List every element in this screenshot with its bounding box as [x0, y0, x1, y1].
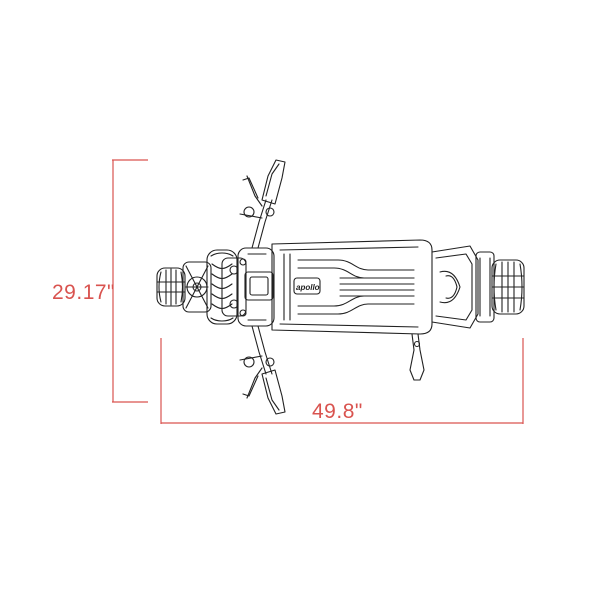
- lower-handlebar: [239, 325, 286, 415]
- deck-logo: apollo: [296, 283, 320, 292]
- deck: [271, 239, 433, 335]
- scooter-drawing: apollo: [156, 159, 525, 415]
- kickstand: [409, 333, 425, 381]
- upper-handlebar: [239, 159, 286, 249]
- height-dimension: [112, 159, 148, 403]
- rear-swingarm: [431, 245, 495, 329]
- rear-wheel: [491, 259, 525, 315]
- front-wheel: [156, 261, 212, 313]
- width-dimension: [160, 338, 524, 424]
- stem-head: [237, 247, 275, 327]
- width-dimension-label: 49.8": [312, 400, 363, 423]
- height-dimension-label: 29.17": [52, 281, 115, 304]
- front-suspension: [206, 249, 247, 325]
